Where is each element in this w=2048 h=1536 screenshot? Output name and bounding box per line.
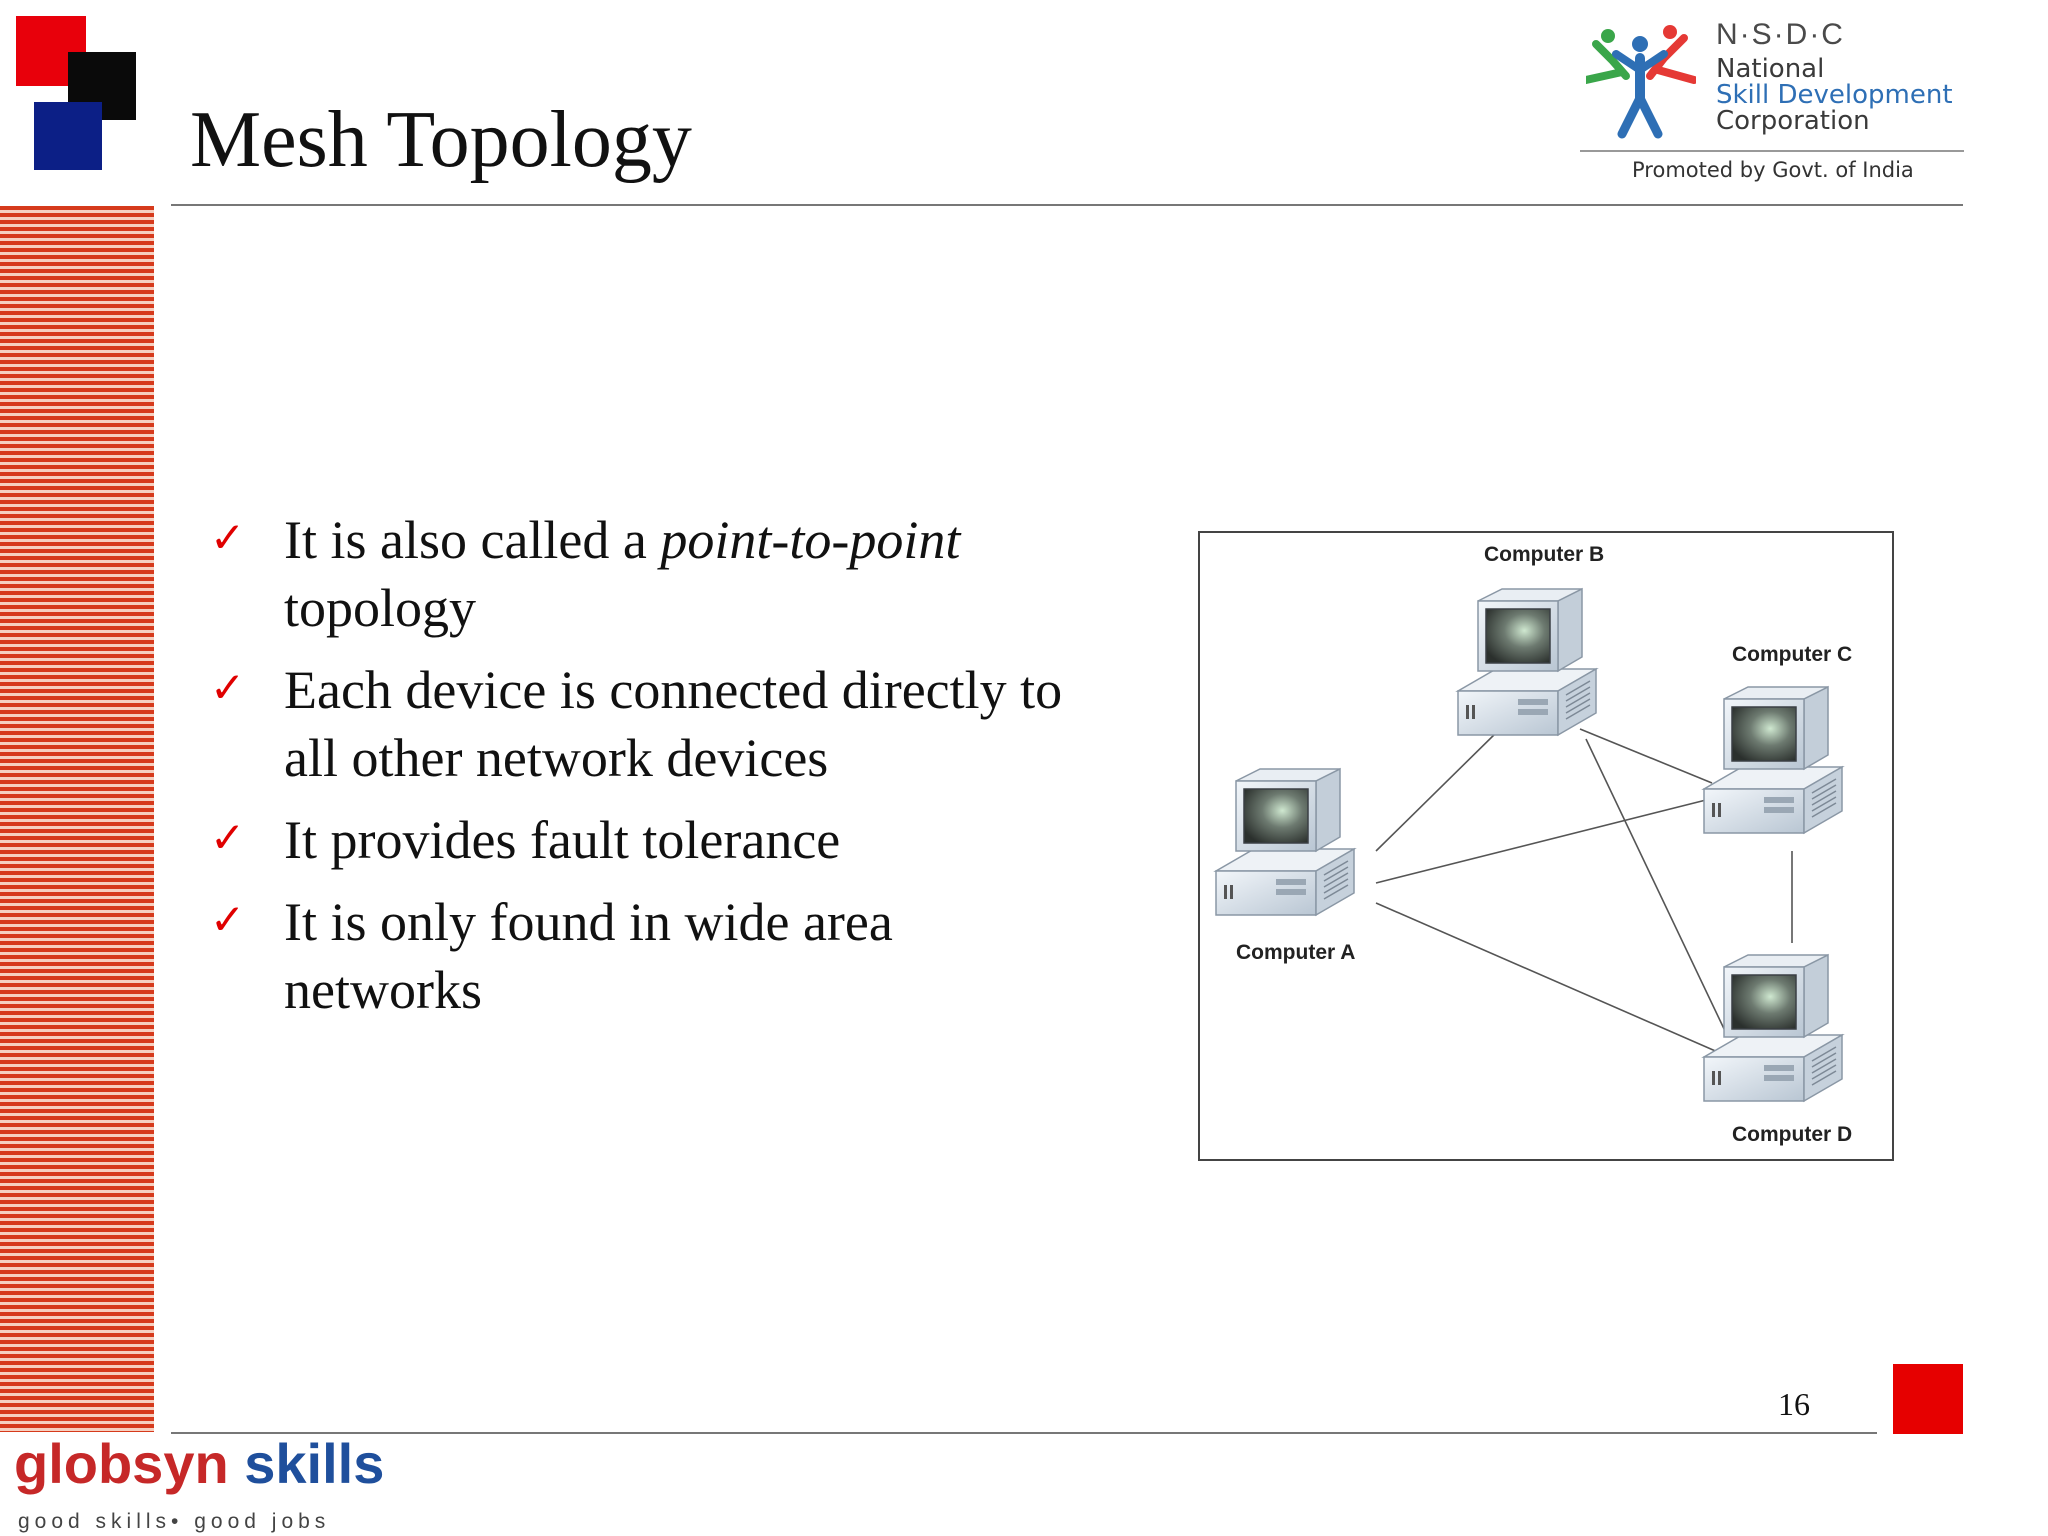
nsdc-abbr: N·S·D·C <box>1716 18 1845 51</box>
globsyn-logo: globsyn skills <box>14 1436 384 1492</box>
mesh-diagram-svg <box>1215 588 1843 1102</box>
nsdc-name-line1: National <box>1716 54 1825 84</box>
title-divider <box>171 204 1963 206</box>
bullet-item: ✓ It is only found in wide area networks <box>208 888 1088 1024</box>
nsdc-name-line2: Skill Development <box>1716 80 1953 110</box>
computer-a-icon <box>1215 768 1355 916</box>
checkmark-icon: ✓ <box>210 813 246 862</box>
brand-word-2: skills <box>244 1432 385 1495</box>
checkmark-icon: ✓ <box>210 663 246 712</box>
nsdc-separator <box>1580 150 1964 152</box>
nsdc-name-line3: Corporation <box>1716 106 1870 136</box>
computer-a-label: Computer A <box>1236 941 1356 964</box>
bullet-item: ✓ It provides fault tolerance <box>208 806 1088 874</box>
bullet-item: ✓ It is also called a point-to-point top… <box>208 506 1088 642</box>
bullet-item: ✓ Each device is connected directly to a… <box>208 656 1088 792</box>
checkmark-icon: ✓ <box>210 513 246 562</box>
mesh-links <box>1375 728 1793 1054</box>
computer-c-icon <box>1703 686 1843 834</box>
footer-divider <box>171 1432 1877 1434</box>
checkmark-icon: ✓ <box>210 895 246 944</box>
nsdc-logo: N·S·D·C National Skill Development Corpo… <box>1576 10 1966 190</box>
brand-word-1: globsyn <box>14 1432 229 1495</box>
slide-title: Mesh Topology <box>190 96 692 184</box>
decor-square-red-bottom <box>1893 1364 1963 1434</box>
computer-b-label: Computer B <box>1484 543 1605 566</box>
bullet-list: ✓ It is also called a point-to-point top… <box>208 506 1088 1038</box>
computer-b-icon <box>1457 588 1597 736</box>
computer-d-icon <box>1703 954 1843 1102</box>
decor-square-blue <box>34 102 102 170</box>
brand-tagline: good skills• good jobs <box>18 1510 331 1533</box>
left-stripe-bar <box>0 206 154 1432</box>
page-number: 16 <box>1778 1386 1810 1422</box>
computer-d-label: Computer D <box>1732 1123 1853 1146</box>
computer-c-label: Computer C <box>1732 643 1853 666</box>
mesh-diagram: Computer B Computer C Computer A Compute… <box>1198 531 1894 1161</box>
nsdc-figure-icon <box>1586 25 1696 139</box>
nsdc-promoted-text: Promoted by Govt. of India <box>1632 158 1914 182</box>
